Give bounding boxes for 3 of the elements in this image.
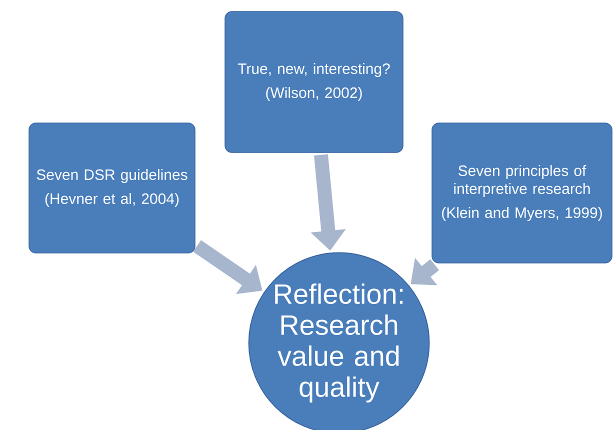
process-box: Seven principles of interpretive research (Klein and Myers, 1999) [432, 122, 612, 264]
process-box: Seven DSR guidelines (Hevner et al, 2004) [28, 122, 196, 254]
process-box: True, new, interesting? (Wilson, 2002) [224, 11, 404, 153]
